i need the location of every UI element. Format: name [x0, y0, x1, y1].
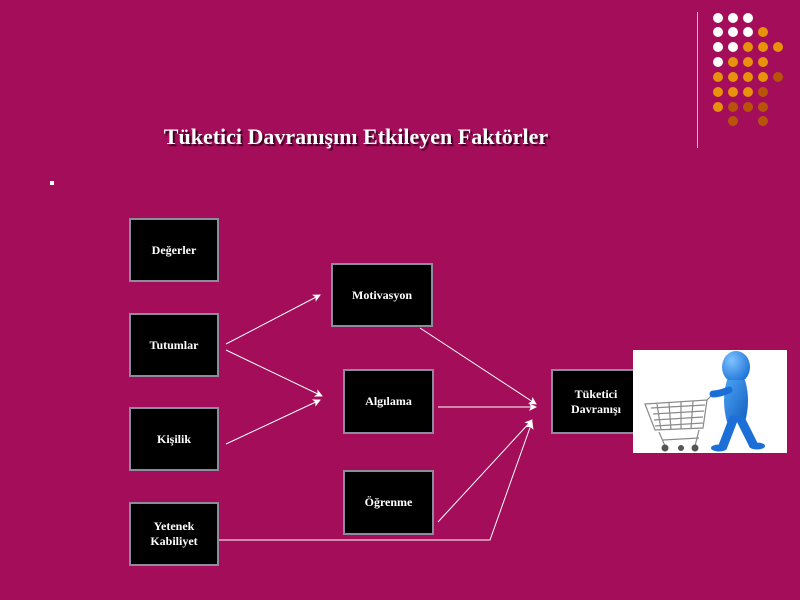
decorative-dot: [758, 27, 768, 37]
decorative-dot: [743, 72, 753, 82]
arrow-tutumlar-to-algilama: [225, 349, 323, 397]
decorative-dot: [773, 42, 783, 52]
factor-label-degerler: Değerler: [151, 242, 197, 257]
decorative-dot: [713, 13, 723, 23]
decorative-dot: [713, 102, 723, 112]
decorative-dot: [743, 87, 753, 97]
process-label-motivasyon: Motivasyon: [352, 287, 412, 302]
factor-box-kisilik: Kişilik: [129, 407, 219, 471]
decorative-dot: [713, 87, 723, 97]
decorative-dot: [758, 42, 768, 52]
shopping-cart-image: [633, 350, 787, 453]
process-box-ogrenme: Öğrenme: [343, 470, 434, 535]
slide-title: Tüketici Davranışını Etkileyen Faktörler: [163, 124, 549, 149]
decorative-dot-grid: [713, 13, 783, 126]
decorative-dot: [713, 72, 723, 82]
decorative-dot: [743, 42, 753, 52]
arrow-motivasyon-to-tuketici: [419, 327, 537, 405]
decorative-dot: [728, 87, 738, 97]
decorative-dot: [713, 27, 723, 37]
factor-box-yetenek: Yetenek Kabiliyet: [129, 502, 219, 566]
decorative-dot: [713, 42, 723, 52]
process-label-algilama: Algılama: [365, 394, 412, 408]
decorative-dot: [758, 57, 768, 67]
decorative-dot: [743, 57, 753, 67]
decorative-vertical-line: [697, 12, 698, 148]
decorative-dot: [728, 72, 738, 82]
factor-box-degerler: Değerler: [129, 218, 219, 282]
decorative-dot: [758, 72, 768, 82]
factor-box-tutumlar: Tutumlar: [129, 313, 219, 377]
decorative-dot: [758, 87, 768, 97]
outcome-label: Tüketici Davranışı: [570, 386, 621, 416]
process-label-ogrenme: Öğrenme: [364, 495, 413, 509]
factor-label-yetenek: Yetenek Kabiliyet: [150, 519, 198, 548]
bullet-marker: [50, 181, 54, 185]
arrow-tutumlar-to-motivasyon: [225, 294, 321, 345]
decorative-dot: [728, 13, 738, 23]
decorative-dot: [743, 102, 753, 112]
decorative-dot: [728, 27, 738, 37]
factor-label-tutumlar: Tutumlar: [149, 337, 199, 352]
outcome-box-tuketici-davranisi: Tüketici Davranışı: [551, 369, 641, 434]
decorative-dot: [728, 57, 738, 67]
decorative-dot: [773, 72, 783, 82]
arrow-ogrenme-to-tuketici: [437, 419, 533, 523]
decorative-dot: [728, 102, 738, 112]
arrow-kisilik-to-algilama: [225, 399, 321, 445]
process-box-motivasyon: Motivasyon: [331, 263, 433, 327]
decorative-dot: [758, 102, 768, 112]
decorative-dot: [743, 13, 753, 23]
process-box-algilama: Algılama: [343, 369, 434, 434]
person-pushing-cart-icon: [644, 351, 765, 452]
decorative-dot: [728, 42, 738, 52]
decorative-dot: [728, 116, 738, 126]
decorative-dot: [743, 27, 753, 37]
decorative-dot: [713, 57, 723, 67]
factor-label-kisilik: Kişilik: [156, 431, 191, 446]
decorative-dot: [758, 116, 768, 126]
